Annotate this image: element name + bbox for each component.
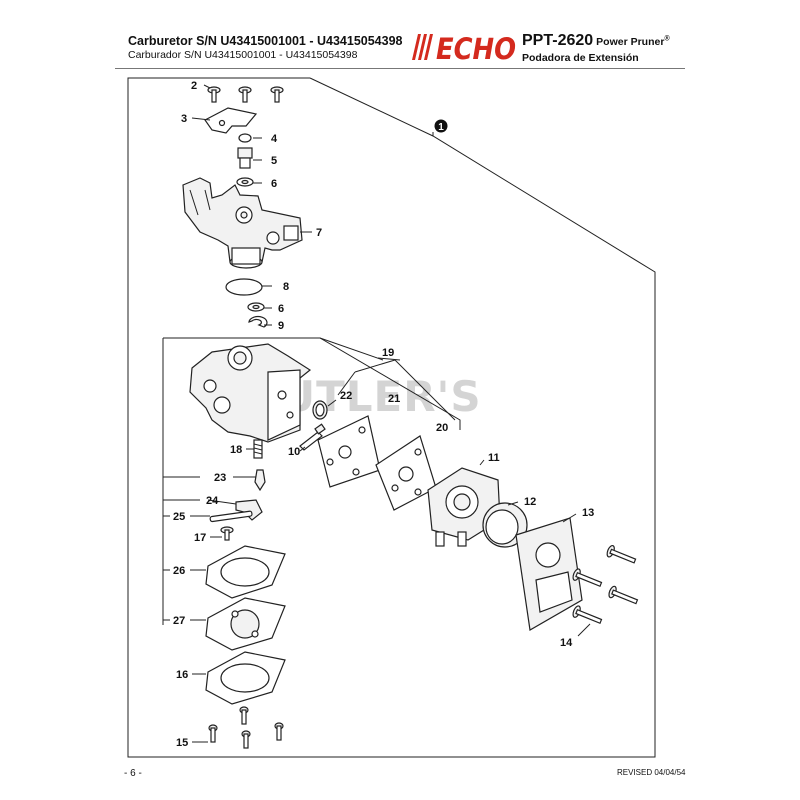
header-divider <box>115 68 685 69</box>
callout-21: 21 <box>388 393 400 405</box>
plate-part-3 <box>204 107 258 134</box>
callout-16: 16 <box>176 669 188 681</box>
gasket-part-21 <box>317 415 381 488</box>
screw-part-15 <box>208 706 284 749</box>
callout-5: 5 <box>271 155 277 167</box>
body-part-7 <box>182 177 303 269</box>
screw-part-14 <box>572 544 639 625</box>
callout-6a: 6 <box>271 178 277 190</box>
callout-1-badge <box>434 119 448 133</box>
oring-part-8 <box>225 278 263 296</box>
lever-part-24 <box>235 499 263 521</box>
callout-1: 1 <box>438 122 444 133</box>
gasket-part-26 <box>205 545 286 599</box>
clip-part-9 <box>248 315 268 328</box>
echo-logo-text: ECHO <box>436 32 516 62</box>
assembly-bracket <box>127 77 656 758</box>
callout-2: 2 <box>191 80 197 92</box>
callout-26: 26 <box>173 565 185 577</box>
callout-11: 11 <box>488 452 500 464</box>
spring-part-18 <box>253 439 263 459</box>
callout-15: 15 <box>176 737 188 749</box>
screw-part-2 <box>207 86 284 103</box>
needle-part-23 <box>254 469 266 492</box>
callout-23: 23 <box>214 472 226 484</box>
callout-24: 24 <box>206 495 219 507</box>
oring-part-4 <box>238 133 252 143</box>
callout-13: 13 <box>582 507 594 519</box>
diaphragm-part-27 <box>205 597 286 651</box>
model-type: Power Pruner® <box>596 35 670 49</box>
model-type-spanish: Podadora de Extensión <box>522 52 639 64</box>
callout-10: 10 <box>288 446 300 458</box>
revision-date: REVISED 04/04/54 <box>617 768 686 777</box>
callout-17: 17 <box>194 532 206 544</box>
leader-lines <box>163 84 591 743</box>
callout-3: 3 <box>181 113 187 125</box>
model-number: PPT-2620 <box>522 32 594 49</box>
callout-25: 25 <box>173 511 185 523</box>
gasket-part-20 <box>375 435 437 511</box>
callout-19: 19 <box>382 347 394 359</box>
page-title: Carburetor S/N U43415001001 - U434150543… <box>128 34 403 48</box>
cover-part-13 <box>515 517 583 631</box>
callout-6b: 6 <box>278 303 284 315</box>
valve-part-5 <box>237 147 253 169</box>
callout-14: 14 <box>560 637 573 649</box>
carb-body-part-19 <box>189 343 312 443</box>
callout-8: 8 <box>283 281 289 293</box>
callout-18: 18 <box>230 444 242 456</box>
callout-27: 27 <box>173 615 185 627</box>
subassembly-bracket <box>163 337 461 430</box>
filter-part-22 <box>312 400 328 420</box>
page-number: - 6 - <box>124 768 142 779</box>
page-subtitle: Carburador S/N U43415001001 - U434150543… <box>128 49 358 61</box>
screw-part-17 <box>220 526 234 541</box>
pin-part-25 <box>209 510 253 523</box>
callout-4: 4 <box>271 133 278 145</box>
cover-part-16 <box>205 651 286 705</box>
callout-12: 12 <box>524 496 536 508</box>
callout-20: 20 <box>436 422 448 434</box>
callout-22: 22 <box>340 390 352 402</box>
echo-logo: ECHO <box>412 32 516 62</box>
callout-7: 7 <box>316 227 322 239</box>
callout-9: 9 <box>278 320 284 332</box>
